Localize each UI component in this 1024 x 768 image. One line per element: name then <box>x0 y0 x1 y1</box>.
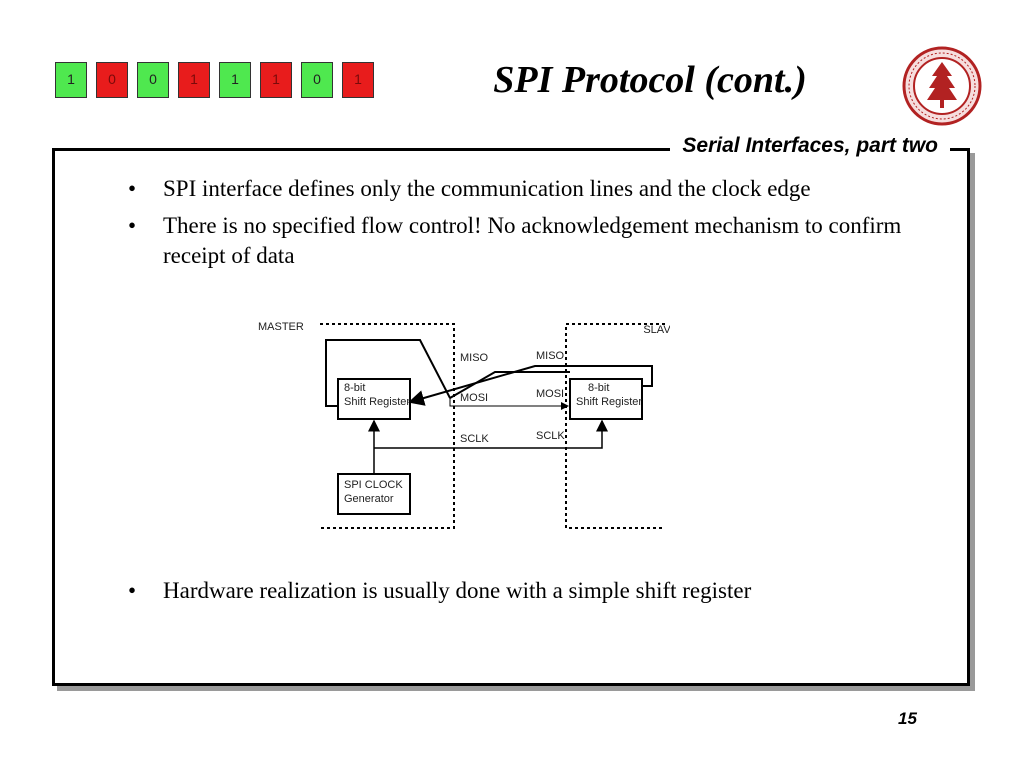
clock-generator-label: SPI CLOCK <box>344 479 403 491</box>
slave-sclk-label: SCLK <box>536 430 565 442</box>
page-number: 15 <box>898 709 917 728</box>
sclk-wire <box>374 419 608 449</box>
slave-miso-label: MISO <box>536 350 565 362</box>
bullet-icon: • <box>128 176 137 201</box>
content-frame <box>52 148 970 686</box>
slave-shift-register <box>569 378 643 420</box>
clock-generator-label: Generator <box>344 493 394 505</box>
slave-register-label: Shift Register <box>576 396 642 408</box>
bit-box: 1 <box>342 62 374 98</box>
university-seal-icon <box>902 46 982 126</box>
bit-box: 0 <box>96 62 128 98</box>
bullet-item: • There is no specified flow control! No… <box>126 211 916 271</box>
clock-generator <box>337 473 411 515</box>
bullet-text: SPI interface defines only the communica… <box>163 176 811 201</box>
master-label: MASTER <box>258 321 304 333</box>
bullet-text: There is no specified flow control! No a… <box>163 213 902 268</box>
master-out-wire <box>325 339 451 407</box>
master-sclk-label: SCLK <box>460 433 489 445</box>
bit-box: 0 <box>137 62 169 98</box>
bullet-icon: • <box>128 213 137 238</box>
section-label: Serial Interfaces, part two <box>670 134 950 158</box>
slave-register-label: 8-bit <box>588 382 609 394</box>
master-shift-register <box>337 378 411 420</box>
bullet-item: • Hardware realization is usually done w… <box>126 576 953 606</box>
miso-wire <box>449 371 570 399</box>
bit-box: 1 <box>219 62 251 98</box>
slave-out-wire <box>408 365 653 406</box>
slave-label: SLAVE <box>643 324 670 336</box>
master-register-label: Shift Register <box>344 396 410 408</box>
bit-box: 1 <box>178 62 210 98</box>
master-register-label: 8-bit <box>344 382 365 394</box>
slave-mosi-label: MOSI <box>536 388 564 400</box>
bullet-text: Hardware realization is usually done wit… <box>163 578 752 603</box>
slide-title: SPI Protocol (cont.) <box>493 59 807 101</box>
spi-diagram: MASTER SLAVE 8-bit Shift Register 8-bit … <box>258 321 670 529</box>
mosi-wire <box>449 398 569 410</box>
slave-boundary <box>565 323 665 529</box>
bullet-item: • SPI interface defines only the communi… <box>126 174 916 204</box>
bullet-list: • SPI interface defines only the communi… <box>126 174 916 278</box>
bit-box: 1 <box>55 62 87 98</box>
bullet-icon: • <box>128 578 137 603</box>
master-mosi-label: MOSI <box>460 392 488 404</box>
master-miso-label: MISO <box>460 352 489 364</box>
bit-box: 0 <box>301 62 333 98</box>
master-boundary <box>320 323 455 529</box>
bit-box: 1 <box>260 62 292 98</box>
